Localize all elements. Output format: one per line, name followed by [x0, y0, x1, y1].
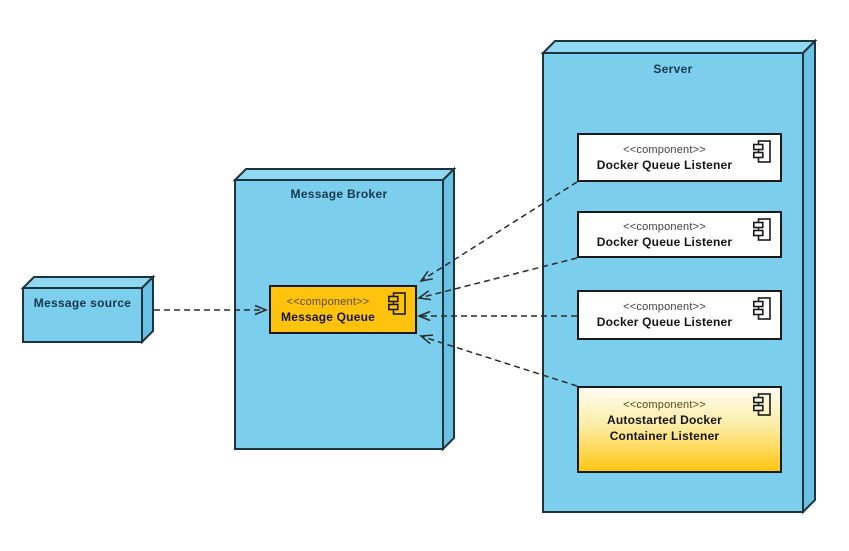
node-top-face	[540, 40, 818, 54]
component-icon	[753, 140, 771, 163]
stereotype-label: <<component>>	[623, 220, 706, 233]
node-side-face	[141, 274, 154, 345]
component-text: <<component>> Message Queue	[271, 295, 385, 325]
node-title-message-broker: Message Broker	[290, 187, 388, 201]
node-side-face	[802, 38, 816, 515]
node-message-source	[20, 274, 156, 345]
node-title-message-source: Message source	[33, 296, 132, 310]
node-title-server: Server	[653, 62, 693, 76]
component-text: <<component>> Docker Queue Listener	[579, 143, 750, 173]
component-autostarted-docker-container-listener: <<component>> Autostarted Docker Contain…	[577, 386, 782, 473]
component-name: Docker Queue Listener	[596, 234, 733, 249]
component-text: <<component>> Docker Queue Listener	[579, 220, 750, 250]
node-top-face	[232, 168, 457, 181]
component-icon	[753, 393, 771, 416]
component-icon	[753, 297, 771, 320]
stereotype-label: <<component>>	[286, 295, 370, 308]
component-docker-queue-listener-3: <<component>> Docker Queue Listener	[577, 290, 782, 340]
stereotype-label: <<component>>	[623, 143, 706, 156]
component-text: <<component>> Docker Queue Listener	[579, 300, 750, 330]
component-name: Docker Queue Listener	[596, 157, 733, 172]
component-docker-queue-listener-1: <<component>> Docker Queue Listener	[577, 133, 782, 182]
component-name: Autostarted Docker Container Listener	[607, 413, 722, 444]
component-text: <<component>> Autostarted Docker Contain…	[579, 398, 750, 444]
node-front-face	[22, 287, 143, 343]
node-top-face	[20, 276, 156, 289]
stereotype-label: <<component>>	[623, 301, 706, 313]
component-icon	[388, 292, 406, 315]
component-icon	[753, 218, 771, 241]
component-name: Message Queue	[281, 309, 375, 324]
component-message-queue: <<component>> Message Queue	[269, 285, 417, 334]
stereotype-label: <<component>>	[623, 399, 706, 412]
component-name: Docker Queue Listener	[596, 315, 733, 329]
node-side-face	[442, 166, 455, 452]
component-docker-queue-listener-2: <<component>> Docker Queue Listener	[577, 211, 782, 258]
